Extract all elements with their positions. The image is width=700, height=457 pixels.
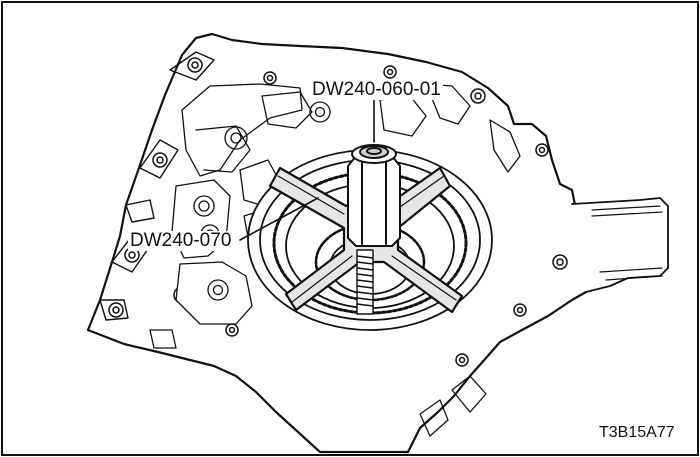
leader-line-puller-adapter: [239, 197, 319, 241]
callout-puller-adapter: DW240-070: [128, 230, 234, 251]
threaded-bolt: [356, 249, 374, 315]
figure-code: T3B15A77: [597, 424, 677, 442]
puller-adapter-edge: [277, 175, 457, 303]
puller-body: [347, 144, 401, 247]
extension-housing: [571, 197, 669, 293]
callout-puller-bolt: DW240-060-01: [310, 79, 443, 100]
flange-details: [99, 51, 215, 321]
extension-lines: [591, 205, 663, 281]
